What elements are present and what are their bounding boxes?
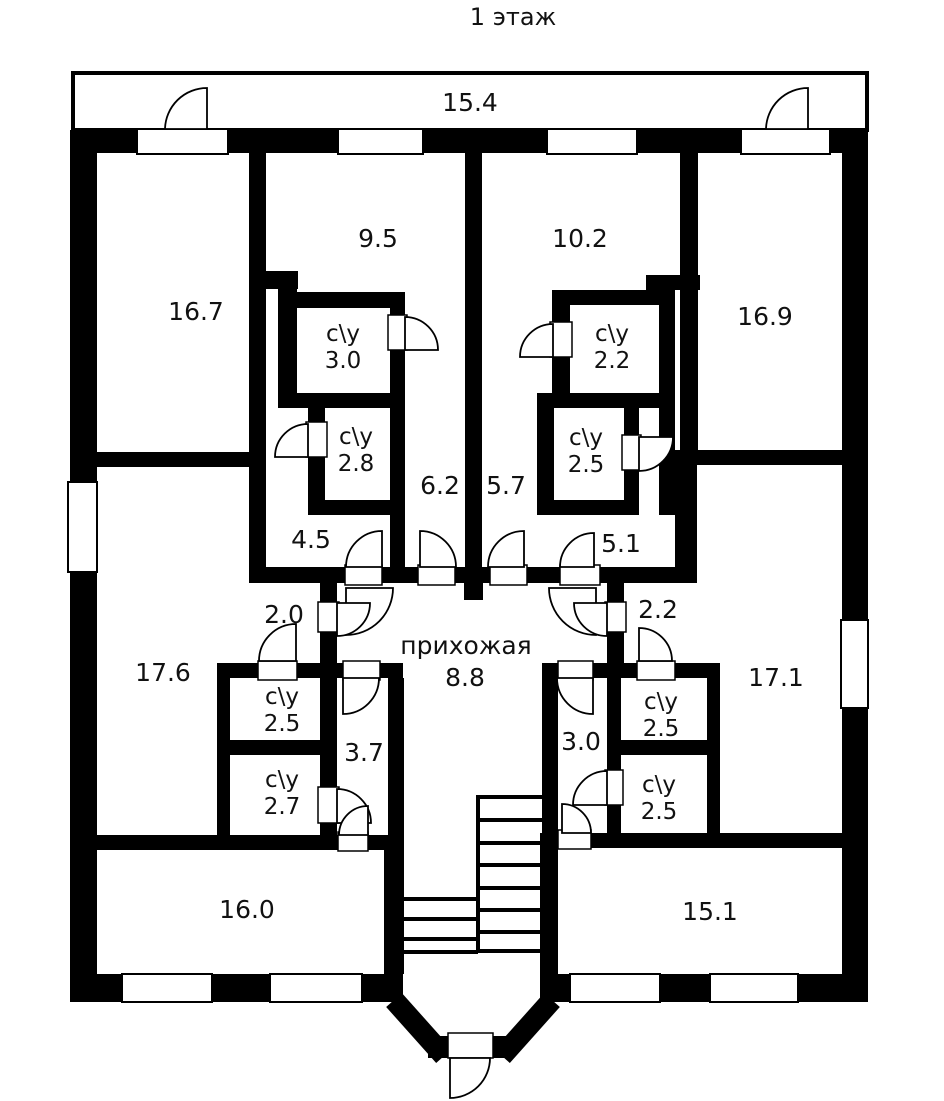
- room-label-17-6: 17.6: [135, 658, 191, 687]
- balcony-door-left: [164, 87, 208, 130]
- door-room-16-0: [338, 805, 369, 836]
- page-title: 1 этаж: [469, 3, 557, 31]
- window-right: [840, 619, 869, 709]
- bath-label-2-5-lower-right-bottom: с\у 2.5: [640, 772, 678, 825]
- room-label-16-0: 16.0: [219, 895, 275, 924]
- window-top-4: [740, 128, 831, 155]
- door-room-15-1: [561, 803, 592, 834]
- window-bottom-3: [569, 973, 661, 1003]
- bath-label-3-0: с\у 3.0: [324, 321, 362, 374]
- hall-label-4-5: 4.5: [291, 525, 331, 554]
- door-bath-2-5-lower-right-bottom: [572, 770, 608, 806]
- door-bath-3-0: [404, 316, 439, 351]
- door-hall-3-7: [342, 677, 380, 715]
- door-bath-2-5-lower-right-top: [638, 627, 673, 662]
- balcony-label: 15.4: [442, 88, 498, 117]
- window-left: [67, 481, 98, 573]
- bath-label-2-7: с\у 2.7: [263, 767, 301, 820]
- hall-label-3-0: 3.0: [561, 727, 601, 756]
- bath-label-2-5-upper-right: с\у 2.5: [567, 425, 605, 478]
- entrance-door: [449, 1057, 491, 1099]
- door-unit-5-7: [487, 530, 525, 568]
- walls: [70, 71, 869, 1063]
- door-bath-2-5-upper-right: [638, 436, 674, 472]
- room-label-16-9: 16.9: [737, 302, 793, 331]
- window-top-1: [136, 128, 229, 155]
- hall-label-2-0: 2.0: [264, 600, 304, 629]
- room-label-17-1: 17.1: [748, 663, 804, 692]
- hall-label-5-7: 5.7: [486, 471, 526, 500]
- entry-hall-area: 8.8: [445, 663, 485, 692]
- door-bath-2-8: [274, 423, 309, 458]
- door-hall-3-0: [556, 677, 594, 715]
- window-bottom-2: [269, 973, 363, 1003]
- balcony-door-right: [765, 87, 809, 130]
- hall-label-3-7: 3.7: [344, 738, 384, 767]
- room-label-9-5: 9.5: [358, 224, 398, 253]
- hall-label-5-1: 5.1: [601, 529, 641, 558]
- hall-label-2-2: 2.2: [638, 595, 678, 624]
- bath-label-2-8: с\у 2.8: [337, 424, 375, 477]
- entry-hall-name: прихожая: [400, 631, 532, 660]
- room-label-16-7: 16.7: [168, 297, 224, 326]
- door-unit-4-5-up: [345, 530, 383, 568]
- bath-label-2-5-lower-right-top: с\у 2.5: [642, 689, 680, 742]
- window-bottom-1: [121, 973, 213, 1003]
- hall-label-6-2: 6.2: [420, 471, 460, 500]
- door-hall-2-0: [336, 602, 371, 637]
- door-bath-2-2: [519, 323, 554, 358]
- room-label-15-1: 15.1: [682, 897, 738, 926]
- door-bath-2-5-lower-left-top: [258, 623, 297, 662]
- door-hall-2-2: [573, 602, 608, 637]
- bath-label-2-5-lower-left-top: с\у 2.5: [263, 684, 301, 737]
- room-label-10-2: 10.2: [552, 224, 608, 253]
- window-top-3: [546, 128, 638, 155]
- window-top-2: [337, 128, 424, 155]
- door-arcs: [164, 87, 809, 1099]
- bath-label-2-2: с\у 2.2: [593, 321, 631, 374]
- window-bottom-4: [709, 973, 799, 1003]
- door-unit-6-2: [419, 530, 457, 568]
- door-unit-5-1-up: [559, 532, 595, 568]
- staircase: [404, 795, 542, 954]
- windows: [67, 128, 869, 1003]
